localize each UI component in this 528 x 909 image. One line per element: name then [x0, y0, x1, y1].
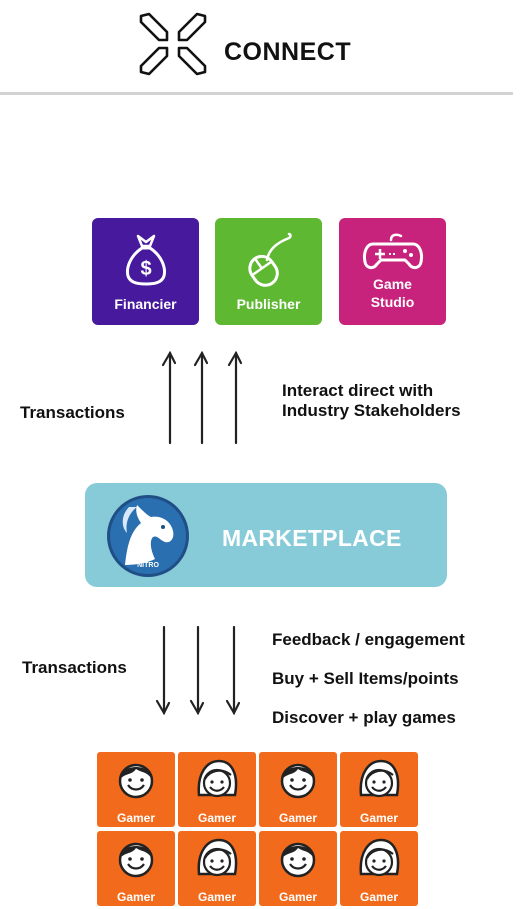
- nitro-logo-text: NITRO: [137, 562, 159, 569]
- gamer-tile: Gamer: [97, 831, 175, 906]
- gamer-tile: Gamer: [178, 831, 256, 906]
- nitro-horse-icon: NITRO: [107, 495, 189, 577]
- upper-right-label-line2: Industry Stakeholders: [282, 401, 461, 420]
- stakeholder-label-line2: Studio: [370, 294, 415, 310]
- downward-arrows: [155, 625, 241, 716]
- marketplace-label: MARKETPLACE: [222, 525, 402, 551]
- gamer-label: Gamer: [116, 811, 156, 825]
- gamer-label: Gamer: [359, 811, 399, 825]
- mouse-icon: [247, 232, 292, 287]
- upward-arrows: [161, 350, 243, 445]
- lower-transactions-label: Transactions: [22, 658, 127, 677]
- gamer-tile: Gamer: [259, 831, 337, 906]
- gamer-label: Gamer: [197, 890, 237, 904]
- svg-text:$: $: [140, 258, 151, 280]
- stakeholder-financier: $ Financier: [92, 218, 199, 325]
- stakeholder-game-studio: Game Studio: [339, 218, 446, 325]
- lower-right-item: Buy + Sell Items/points: [272, 669, 459, 688]
- gamer-avatar-icon: [118, 763, 154, 799]
- gamer-tile: Gamer: [178, 752, 256, 827]
- header-divider: [0, 92, 513, 95]
- upper-transactions-label: Transactions: [20, 403, 125, 422]
- gamer-label: Gamer: [116, 890, 156, 904]
- gamer-avatar-icon: [280, 842, 316, 878]
- gamer-label: Gamer: [278, 890, 318, 904]
- stakeholder-label: Financier: [114, 296, 177, 312]
- gamer-avatar-icon: [359, 838, 400, 877]
- gamer-label: Gamer: [197, 811, 237, 825]
- money-bag-icon: $: [125, 234, 166, 286]
- gamer-tile: Gamer: [340, 831, 418, 906]
- lower-right-item: Discover + play games: [272, 708, 456, 727]
- gamer-tile: Gamer: [259, 752, 337, 827]
- lower-right-item: Feedback / engagement: [272, 630, 465, 649]
- stakeholder-label-line1: Game: [373, 276, 412, 292]
- gamer-label: Gamer: [278, 811, 318, 825]
- upper-right-label-line1: Interact direct with: [282, 381, 434, 400]
- gamer-tile: Gamer: [340, 752, 418, 827]
- stakeholder-label: Publisher: [236, 296, 301, 312]
- compress-arrows-icon: [139, 12, 207, 76]
- gamepad-icon: [362, 233, 423, 270]
- gamer-avatar-icon: [280, 763, 316, 799]
- stakeholder-publisher: Publisher: [215, 218, 322, 325]
- gamer-avatar-icon: [197, 838, 238, 877]
- gamer-avatar-icon: [359, 759, 400, 798]
- gamer-avatar-icon: [197, 759, 238, 798]
- gamer-tile: Gamer: [97, 752, 175, 827]
- page-title: CONNECT: [224, 38, 352, 66]
- gamer-label: Gamer: [359, 890, 399, 904]
- gamer-avatar-icon: [118, 842, 154, 878]
